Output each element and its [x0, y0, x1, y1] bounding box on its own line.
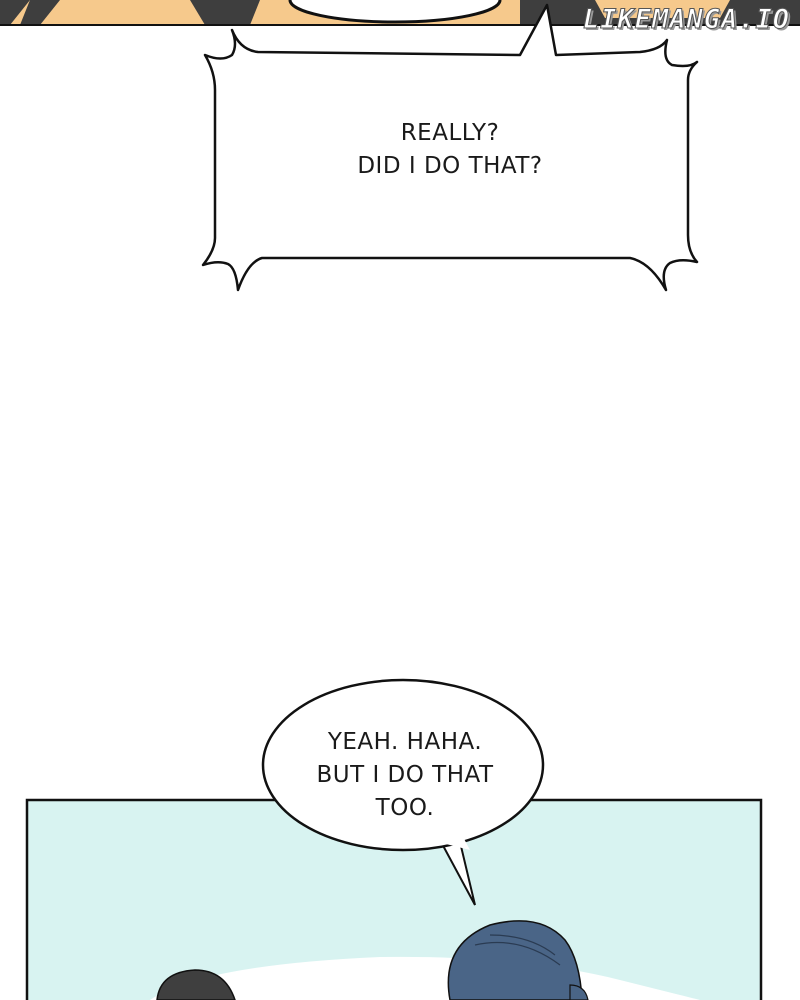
- bubble-1-text: REALLY? DID I DO THAT?: [300, 117, 600, 183]
- watermark: LIKEMANGA.IO: [582, 4, 790, 36]
- bubble-2-line: TOO.: [375, 795, 435, 821]
- bubble-2-line: YEAH. HAHA.: [327, 729, 483, 755]
- top-panel: [0, 0, 800, 26]
- speech-bubble-2: [261, 678, 545, 906]
- bubble-1-line: REALLY?: [400, 120, 500, 146]
- bubble-1-line: DID I DO THAT?: [357, 153, 543, 179]
- bubble-2-text: YEAH. HAHA. BUT I DO THAT TOO.: [280, 726, 530, 825]
- bubble-2-line: BUT I DO THAT: [316, 762, 494, 788]
- speech-bubble-1: [201, 3, 699, 292]
